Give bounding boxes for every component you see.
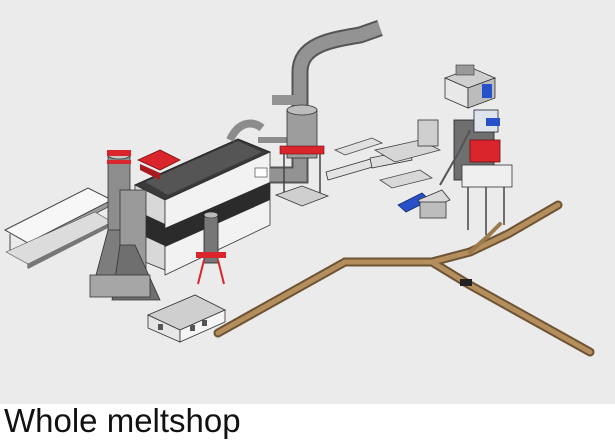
bag-filter-structure xyxy=(325,119,442,189)
meltshop-3d-drawing xyxy=(3,19,595,357)
material-handling-unit xyxy=(397,189,451,219)
meltshop-illustration xyxy=(0,0,615,404)
conveyor-system xyxy=(213,200,595,357)
emission-stack xyxy=(89,150,161,301)
figure-caption: Whole meltshop xyxy=(4,402,241,439)
fume-extraction-duct xyxy=(258,19,383,184)
control-cabin xyxy=(443,64,497,109)
filter-column xyxy=(196,211,226,285)
office-building xyxy=(147,294,226,343)
gas-cooling-tower xyxy=(274,104,330,207)
conveyor-transfer-tower xyxy=(460,279,472,286)
conveyor-feed xyxy=(468,222,502,254)
scrap-bay-shed xyxy=(3,187,114,269)
ladle-furnace-tower xyxy=(439,109,513,235)
